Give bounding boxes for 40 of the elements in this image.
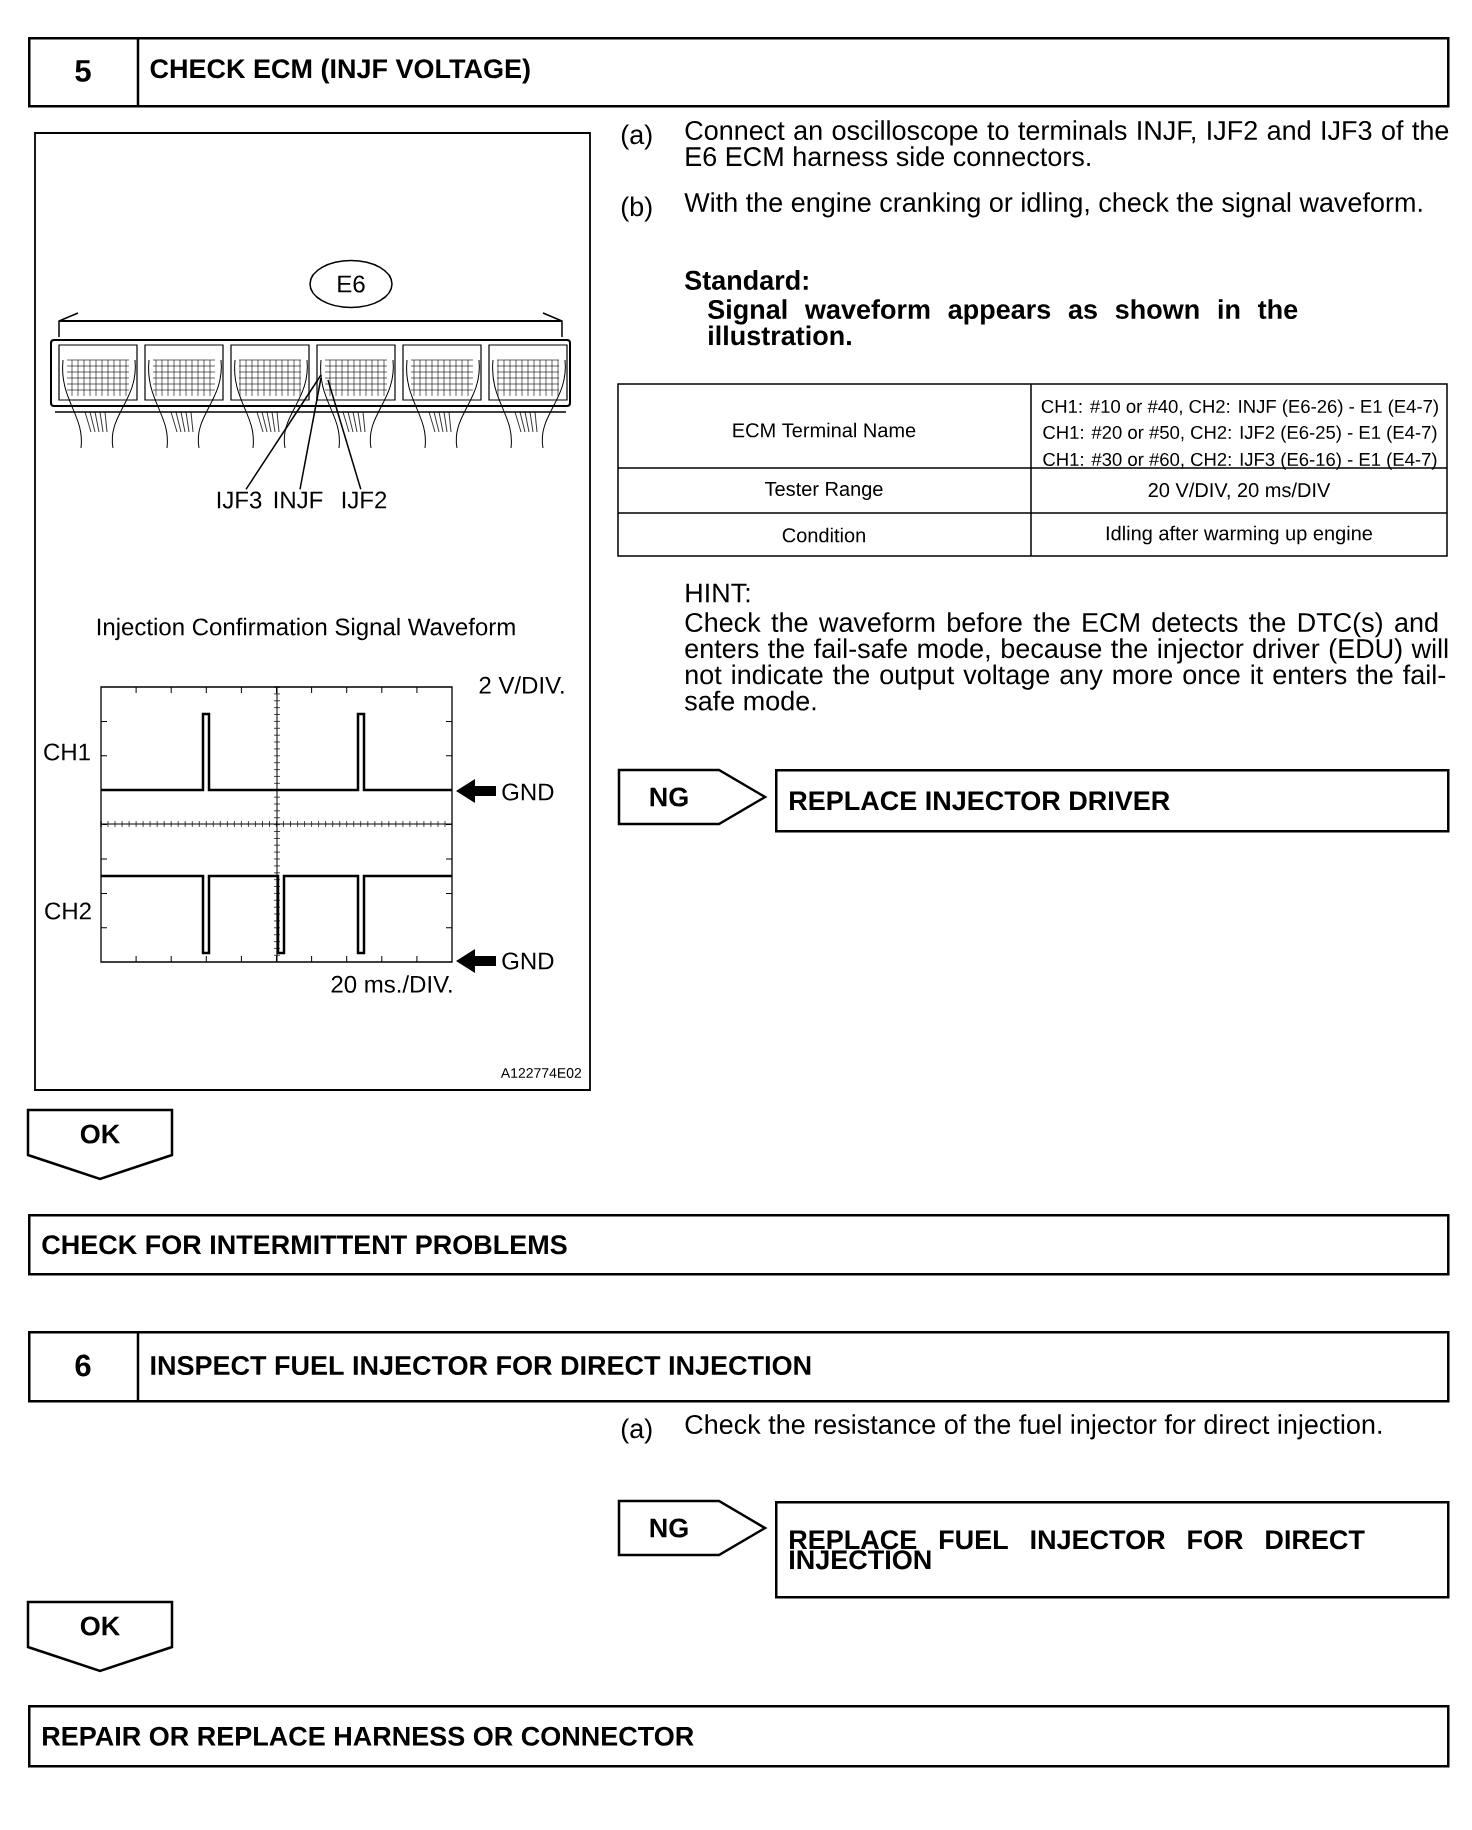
step-letter: (b) [621, 196, 652, 222]
cell-text: 20 V/DIV, 20 ms/DIV [1148, 482, 1331, 500]
cell-text: Tester Range [765, 482, 883, 500]
cell-text: CH1: #20 or #50, CH2: IJF2 (E6-25) - E1 (E4-7) [1043, 425, 1437, 443]
standard-text: Signal waveform appears as shown in the illustration. [708, 299, 1298, 346]
instruction-text: With the engine cranking or idling, check the signal waveform. [684, 192, 1422, 218]
cell-text: CH1: #30 or #60, CH2: IJF3 (E6-16) - E1 (E4-7) [1043, 452, 1437, 470]
figure-title: Injection Confirmation Signal Waveform [97, 617, 515, 641]
ok-chevron: OK [26, 1108, 174, 1181]
result-box: REPLACE FUEL INJECTOR FOR DIRECT INJECTION [775, 1501, 1450, 1599]
terminal-label: IJF2 [342, 491, 387, 509]
ok-chevron: OK [26, 1600, 174, 1673]
standard-heading: Standard: [685, 270, 808, 290]
figure-code: A122774E02 [500, 1068, 582, 1078]
ground-label: GND [502, 952, 554, 970]
cell-text: Condition [782, 527, 865, 543]
hint-heading: HINT: [686, 583, 750, 603]
step-letter: (a) [621, 1418, 652, 1444]
channel-label: CH2 [45, 902, 91, 920]
result-box: REPAIR OR REPLACE HARNESS OR CONNECTOR [28, 1705, 1450, 1768]
result-box: REPLACE INJECTOR DRIVER [775, 769, 1450, 833]
scale-label: 2 V/DIV. [479, 676, 564, 694]
cell-text: ECM Terminal Name [733, 422, 916, 438]
leader-line [299, 377, 322, 491]
result-box: CHECK FOR INTERMITTENT PROBLEMS [28, 1214, 1450, 1276]
channel-label: CH1 [44, 743, 90, 761]
ground-label: GND [502, 783, 554, 801]
instruction-text: Check the resistance of the fuel injector for direct injection. [685, 1414, 1381, 1440]
ng-chevron: NG [617, 768, 768, 826]
cell-text: Idling after warming up engine [1106, 525, 1373, 545]
scale-label: 20 ms./DIV. [331, 975, 452, 993]
hint-text: Check the waveform before the ECM detects the DTC(s) and enters the fail-safe mode, because the injector driver (EDU) will not indicate the output voltage any more once it enters the fail-safe mode. [684, 612, 1448, 711]
terminal-label: INJF [274, 491, 323, 509]
cell-text: CH1: #10 or #40, CH2: INJF (E6-26) - E1 (E4-7) [1041, 399, 1438, 417]
ng-chevron: NG [617, 1499, 768, 1557]
leader-line [327, 379, 362, 491]
step-header: 6 INSPECT FUEL INJECTOR FOR DIRECT INJECTION [28, 1331, 1450, 1403]
leader-line [245, 374, 322, 491]
terminal-label: IJF3 [217, 491, 262, 509]
step-header: 5 CHECK ECM (INJF VOLTAGE) [28, 37, 1450, 108]
